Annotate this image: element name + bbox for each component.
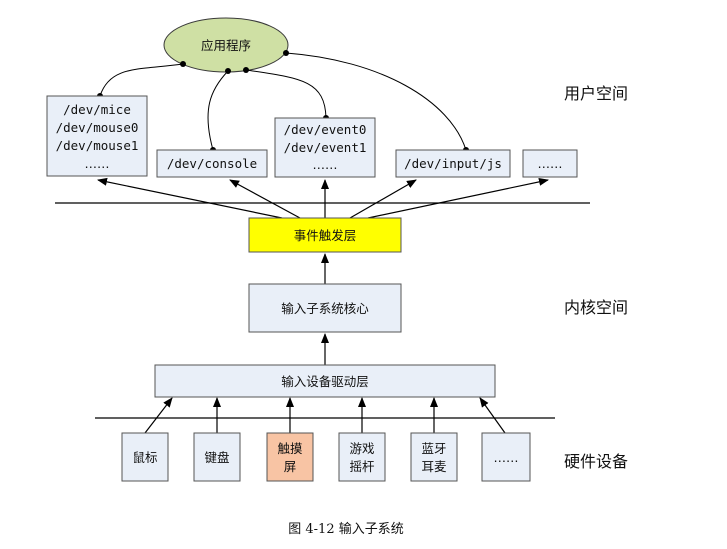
zone-hardware-label: 硬件设备	[564, 452, 628, 471]
driver-label: 输入设备驱动层	[281, 374, 369, 389]
connector-mice	[99, 63, 184, 97]
dev-input-js-box: /dev/input/js	[395, 149, 511, 178]
dev-event1-label: /dev/event1	[284, 140, 367, 155]
device-more: ……	[481, 432, 531, 482]
connector-console	[207, 70, 229, 151]
app-connectors	[99, 52, 467, 151]
driver-layer: 输入设备驱动层	[154, 364, 496, 398]
dev-event-box: /dev/event0 /dev/event1 ……	[274, 117, 376, 178]
event-handler-layer: 事件触发层	[248, 217, 402, 253]
core-label: 输入子系统核心	[281, 301, 369, 316]
device-mouse-label: 鼠标	[132, 450, 157, 465]
device-touchscreen: 触摸 屏	[266, 432, 314, 482]
app-node: 应用程序	[163, 17, 289, 73]
zone-kernel-label: 内核空间	[564, 298, 628, 317]
connector-input-js	[285, 52, 467, 151]
dev-more-label: ……	[538, 156, 563, 171]
device-touchscreen-label-1: 触摸	[277, 441, 302, 456]
dev-mice-box: /dev/mice /dev/mouse0 /dev/mouse1 ……	[46, 95, 148, 177]
device-bluetooth-label-1: 蓝牙	[421, 441, 446, 456]
event-handler-label: 事件触发层	[294, 228, 357, 243]
dev-mice-label: /dev/mice	[63, 102, 131, 117]
device-keyboard: 键盘	[193, 432, 241, 482]
dev-input-js-label: /dev/input/js	[404, 156, 502, 171]
event-layer-fanout	[97, 177, 549, 219]
dev-console-box: /dev/console	[156, 149, 268, 178]
dev-mouse0-label: /dev/mouse0	[56, 120, 139, 135]
zone-user-label: 用户空间	[564, 84, 628, 103]
dev-mice-more: ……	[85, 156, 110, 171]
device-joystick: 游戏 摇杆	[338, 432, 386, 482]
device-joystick-label-2: 摇杆	[349, 459, 375, 474]
dev-console-label: /dev/console	[167, 156, 257, 171]
device-bluetooth-label-2: 耳麦	[421, 459, 447, 474]
connector-event	[245, 69, 327, 119]
device-mouse: 鼠标	[121, 432, 169, 482]
device-touchscreen-label-2: 屏	[284, 459, 297, 474]
device-keyboard-label: 键盘	[204, 450, 229, 465]
app-label: 应用程序	[201, 38, 251, 53]
device-arrows	[144, 397, 506, 434]
device-more-label: ……	[494, 450, 519, 465]
dev-event0-label: /dev/event0	[284, 122, 367, 137]
figure-caption: 图 4-12 输入子系统	[288, 521, 403, 537]
dev-more-box: ……	[522, 149, 578, 178]
dev-event-more: ……	[313, 157, 338, 172]
core-layer: 输入子系统核心	[248, 283, 402, 333]
device-bluetooth-headset: 蓝牙 耳麦	[410, 432, 458, 482]
dev-mouse1-label: /dev/mouse1	[56, 138, 139, 153]
device-joystick-label-1: 游戏	[349, 441, 374, 456]
